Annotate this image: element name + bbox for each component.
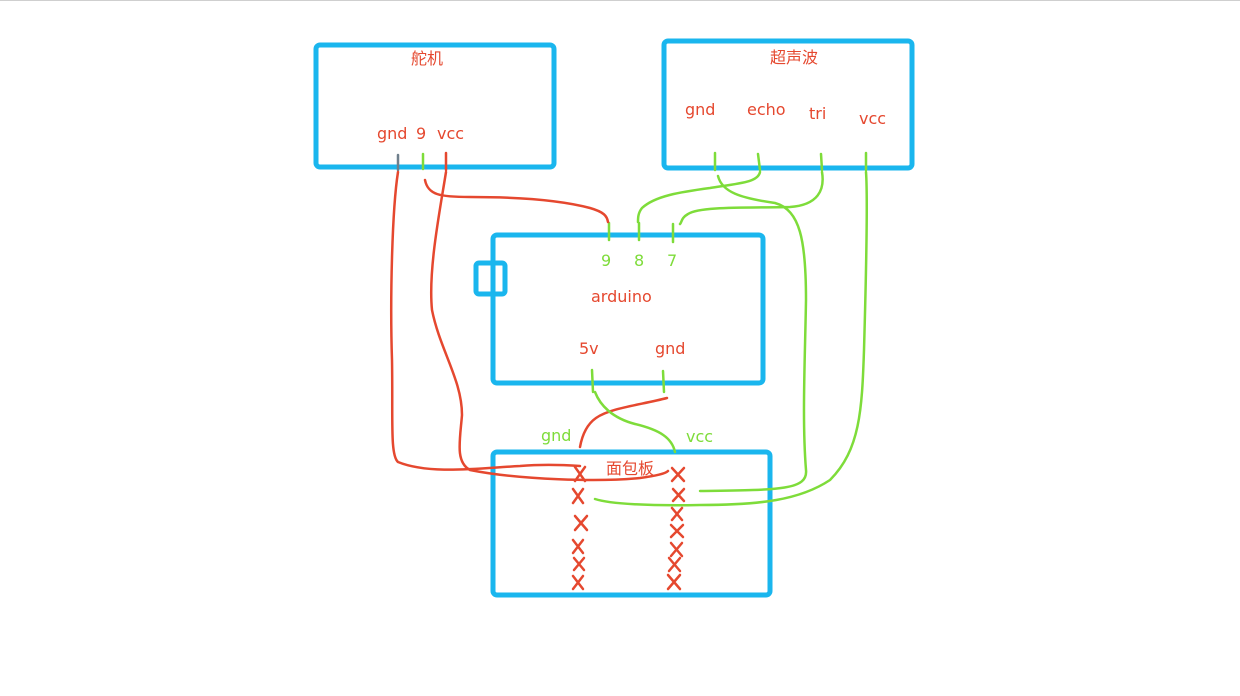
arduino-pin-8: 8 (634, 251, 644, 270)
breadboard-vcc-label: vcc (686, 427, 713, 446)
pin-stubs (396, 151, 868, 394)
arduino-title: arduino (591, 287, 652, 306)
bb-x-left-6 (571, 574, 585, 591)
arduino-usb-port (473, 260, 508, 297)
bb-x-right-5 (669, 541, 684, 558)
top-border (0, 0, 1240, 1)
servo-vcc-wire (429, 170, 670, 482)
servo-pin-vcc: vcc (437, 124, 464, 143)
ultrasonic-title: 超声波 (770, 48, 818, 67)
bb-x-right-3 (670, 506, 684, 522)
servo-gnd-wire (390, 170, 582, 471)
us-pin-echo: echo (747, 100, 786, 119)
green-wires (593, 170, 869, 507)
ultrasonic-box (661, 38, 915, 171)
us-pin-vcc: vcc (859, 109, 886, 128)
breadboard-title: 面包板 (606, 459, 654, 478)
bb-x-right-7 (666, 573, 682, 591)
ard-gnd-stub (661, 369, 666, 394)
us-tri-to-ard-7 (678, 170, 824, 226)
arduino-pin-7: 7 (667, 251, 677, 270)
breadboard-marks (571, 465, 686, 591)
bb-x-right-1 (670, 466, 686, 483)
us-echo-stub (756, 152, 762, 172)
servo-box (313, 42, 557, 170)
bb-x-right-6 (667, 556, 682, 573)
ard-5v-to-bb-vcc (593, 390, 677, 454)
ard-5v-stub (590, 368, 595, 394)
arduino-pin-9: 9 (601, 251, 611, 270)
us-gnd-to-bb (698, 174, 808, 493)
arduino-box (490, 232, 766, 386)
bb-x-right-4 (669, 523, 685, 539)
us-tri-stub (819, 152, 824, 172)
ard-gnd-to-bb-gnd (578, 396, 669, 449)
arduino-pin-gnd: gnd (655, 339, 685, 358)
us-pin-gnd: gnd (685, 100, 715, 119)
servo-sig-wire (423, 178, 610, 224)
bb-x-left-4 (571, 538, 585, 555)
bb-x-left-5 (572, 556, 586, 572)
us-echo-to-ard-8 (636, 170, 762, 224)
us-pin-tri: tri (809, 104, 826, 123)
arduino-pin-5v: 5v (579, 339, 599, 358)
servo-title: 舵机 (411, 49, 443, 68)
bb-x-right-2 (671, 487, 686, 503)
breadboard-box (490, 449, 773, 598)
us-vcc-to-bb (593, 170, 869, 507)
red-wires (390, 170, 670, 482)
bb-x-left-1 (573, 465, 587, 483)
bb-x-left-2 (571, 487, 585, 505)
servo-pin-gnd: gnd (377, 124, 407, 143)
bb-x-left-3 (573, 514, 589, 532)
breadboard-gnd-label: gnd (541, 426, 571, 445)
servo-pin-9: 9 (416, 124, 426, 143)
